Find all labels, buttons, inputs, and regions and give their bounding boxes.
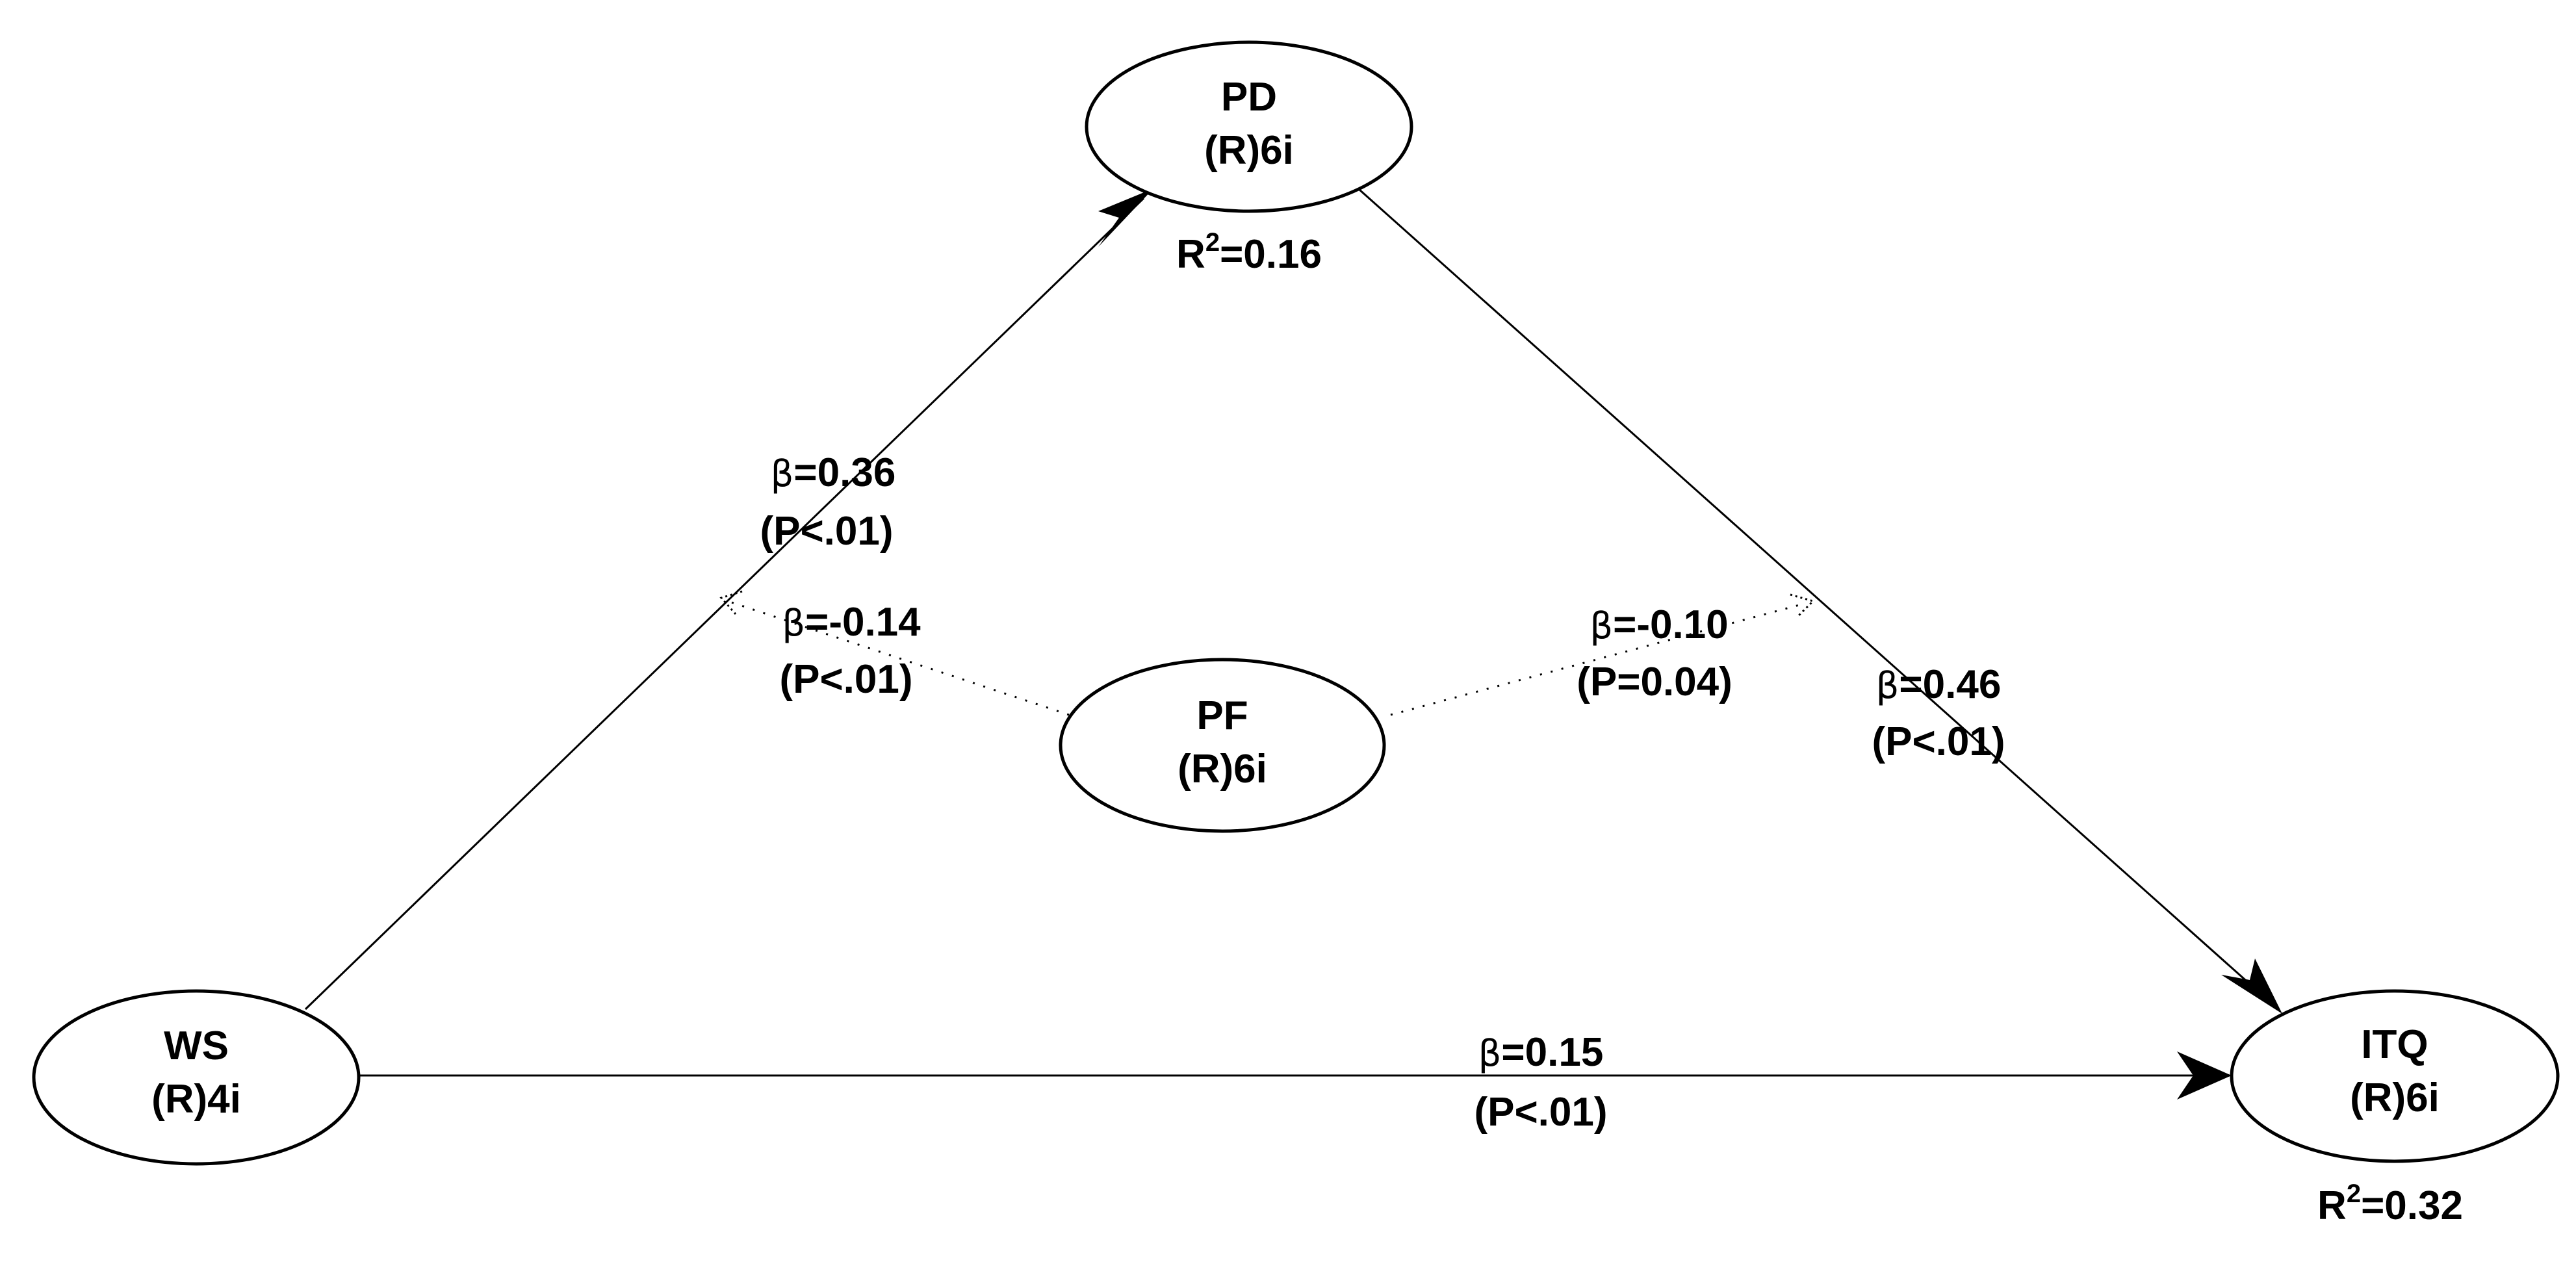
- label-pf-left-p: (P<.01): [779, 657, 912, 702]
- label-pf-right-beta: β=-0.10: [1590, 602, 1728, 647]
- node-itq-ellipse: [2230, 989, 2560, 1163]
- node-itq: ITQ (R)6i: [2230, 989, 2560, 1163]
- label-pd-itq-beta: β=0.46: [1876, 662, 2002, 707]
- node-pd-r2: R2=0.16: [1176, 228, 1322, 277]
- node-pf-sub: (R)6i: [1178, 747, 1267, 792]
- label-pf-right-p: (P=0.04): [1577, 660, 1732, 704]
- node-pf-name: PF: [1196, 693, 1248, 738]
- path-ws-pd-line: [304, 197, 1145, 1011]
- label-ws-pd: β=0.36 (P<.01): [760, 450, 895, 554]
- node-ws-ellipse: [32, 989, 361, 1166]
- arrowhead-itq-horizontal-icon: [2177, 1051, 2232, 1100]
- path-pf-moderation-left-line: [727, 600, 1070, 716]
- label-pf-left: β=-0.14 (P<.01): [779, 600, 921, 702]
- label-pf-left-beta: β=-0.14: [782, 600, 921, 645]
- node-pd-sub: (R)6i: [1204, 128, 1294, 173]
- label-pd-itq: β=0.46 (P<.01): [1872, 662, 2005, 764]
- label-ws-pd-beta: β=0.36: [771, 450, 896, 495]
- arrowhead-itq-diagonal-icon: [2221, 959, 2282, 1014]
- node-ws: WS (R)4i: [32, 989, 361, 1166]
- node-itq-sub: (R)6i: [2350, 1075, 2440, 1120]
- label-pd-itq-p: (P<.01): [1872, 719, 2005, 764]
- arrowhead-moderation-right-icon: [1790, 593, 1815, 619]
- node-ws-sub: (R)4i: [151, 1077, 241, 1122]
- label-pf-right: β=-0.10 (P=0.04): [1577, 602, 1732, 704]
- node-pd: PD (R)6i: [1085, 40, 1413, 213]
- node-ws-name: WS: [164, 1024, 229, 1068]
- node-pf: PF (R)6i: [1059, 658, 1386, 833]
- node-pd-name: PD: [1221, 75, 1277, 120]
- arrowhead-moderation-left-icon: [719, 590, 743, 615]
- node-pf-ellipse: [1059, 658, 1386, 833]
- path-pd-itq-line: [1359, 188, 2275, 1007]
- node-pd-ellipse: [1085, 40, 1413, 213]
- label-ws-itq-beta: β=0.15: [1478, 1030, 1604, 1075]
- arrowhead-pd-icon: [1098, 188, 1153, 247]
- node-itq-name: ITQ: [2361, 1022, 2428, 1067]
- node-itq-r2: R2=0.32: [2317, 1179, 2463, 1228]
- label-ws-itq-p: (P<.01): [1474, 1090, 1607, 1135]
- label-ws-itq: β=0.15 (P<.01): [1474, 1030, 1607, 1135]
- label-ws-pd-p: (P<.01): [760, 509, 893, 554]
